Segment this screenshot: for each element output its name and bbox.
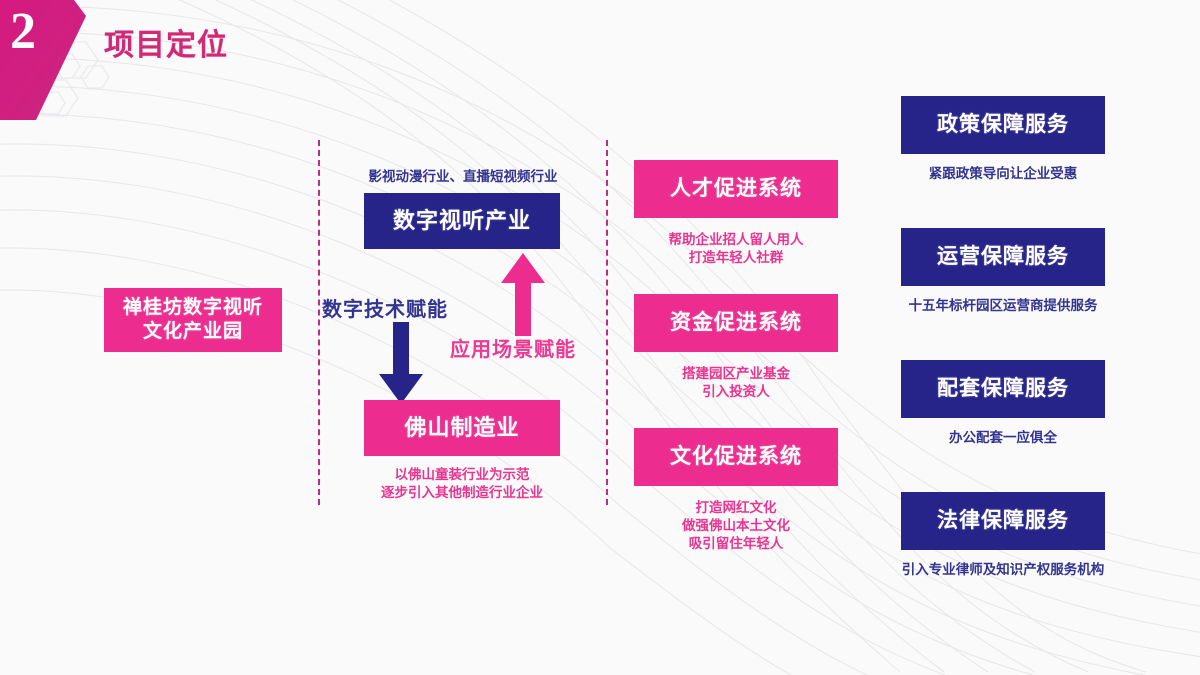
service-caption-legal: 引入专业律师及知识产权服务机构 bbox=[901, 562, 1105, 577]
arrow-up-pink-icon bbox=[501, 253, 545, 336]
service-card-operation[interactable]: 运营保障服务 bbox=[901, 228, 1105, 286]
system-caption-fund: 搭建园区产业基金引入投资人 bbox=[682, 366, 790, 400]
service-card-policy[interactable]: 政策保障服务 bbox=[901, 96, 1105, 154]
slide-number-text: 2 bbox=[10, 3, 36, 60]
manufacturing-box[interactable]: 佛山制造业 bbox=[364, 400, 560, 456]
service-caption-operation: 十五年标杆园区运营商提供服务 bbox=[908, 298, 1098, 313]
label-scene-empowerment: 应用场景赋能 bbox=[450, 339, 576, 361]
digital-industry-sublabel: 影视动漫行业、直播短视频行业 bbox=[368, 169, 558, 184]
service-caption-facility: 办公配套一应俱全 bbox=[949, 430, 1057, 445]
service-card-facility[interactable]: 配套保障服务 bbox=[901, 360, 1105, 418]
park-name-card[interactable]: 禅桂坊数字视听文化产业园 bbox=[104, 288, 282, 352]
system-card-culture[interactable]: 文化促进系统 bbox=[634, 428, 838, 486]
label-digital-tech-empowerment: 数字技术赋能 bbox=[322, 299, 448, 321]
manufacturing-caption: 以佛山童装行业为示范逐步引入其他制造行业企业 bbox=[381, 467, 543, 501]
system-caption-culture: 打造网红文化做强佛山本土文化吸引留住年轻人 bbox=[682, 500, 790, 552]
digital-industry-box[interactable]: 数字视听产业 bbox=[364, 193, 560, 249]
system-card-talent[interactable]: 人才促进系统 bbox=[634, 160, 838, 218]
system-card-fund[interactable]: 资金促进系统 bbox=[634, 294, 838, 352]
service-caption-policy: 紧跟政策导向让企业受惠 bbox=[928, 166, 1078, 181]
page-title: 项目定位 bbox=[104, 29, 228, 62]
column-divider-2 bbox=[606, 140, 608, 505]
column-divider-1 bbox=[318, 140, 320, 505]
service-card-legal[interactable]: 法律保障服务 bbox=[901, 492, 1105, 550]
arrow-down-blue-icon bbox=[379, 322, 423, 404]
system-caption-talent: 帮助企业招人留人用人打造年轻人社群 bbox=[668, 232, 804, 266]
